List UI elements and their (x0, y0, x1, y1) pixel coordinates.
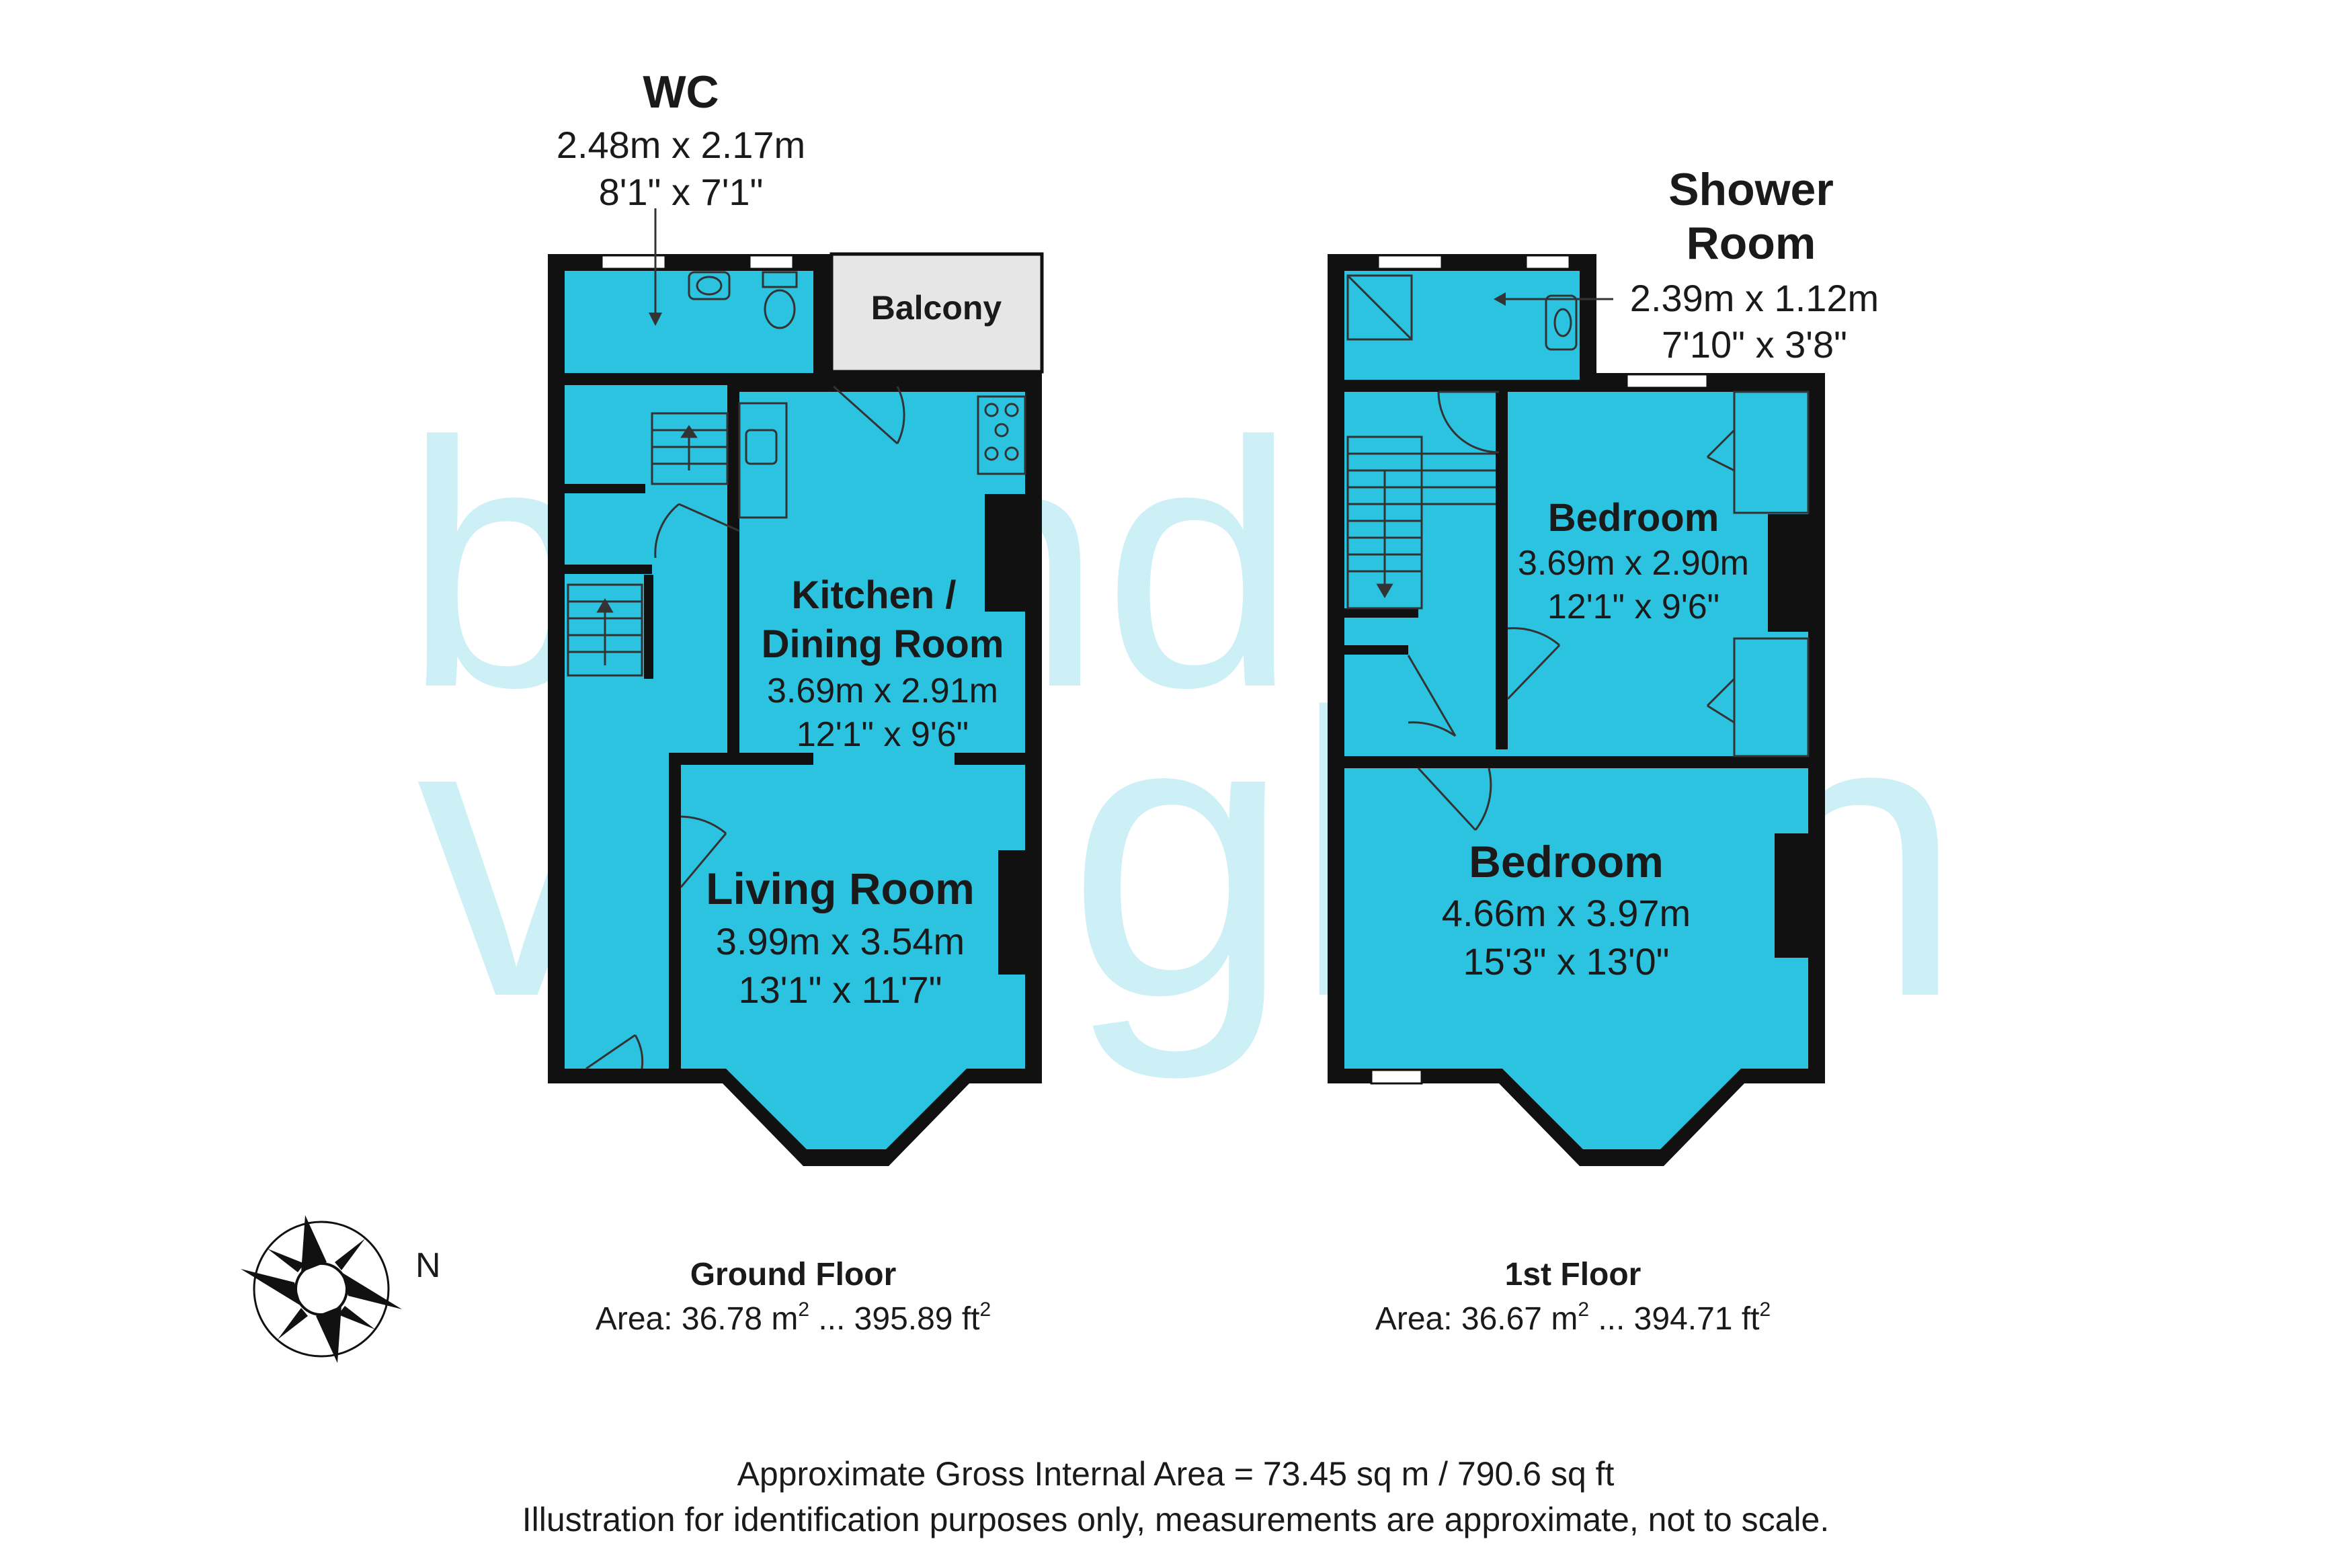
wall-hall-living (669, 753, 681, 1069)
wall-stair-bottom (1344, 608, 1418, 618)
compass-rose-icon (241, 1215, 402, 1363)
ground-floor-area: Area: 36.78 m2 ... 395.89 ft2 (596, 1298, 991, 1337)
living-room-name: Living Room (706, 864, 975, 913)
room-labels: WC 2.48m x 2.17m 8'1" x 7'1" Balcony Kit… (557, 67, 1879, 1011)
wall-kitchen-top (727, 380, 1026, 392)
ground-stairs (567, 412, 729, 677)
wall-stair-top (565, 484, 645, 493)
front-bedroom-bay-window (1494, 1083, 1750, 1170)
first-stairs (1346, 436, 1496, 610)
kitchen-metric: 3.69m x 2.91m (767, 671, 998, 710)
wc-fittings (688, 271, 798, 329)
rear-bedroom-name: Bedroom (1548, 496, 1719, 540)
shower-name-line1: Shower (1668, 164, 1834, 215)
living-room-metric: 3.99m x 3.54m (716, 920, 965, 962)
ground-floor-area-imperial: ... 395.89 ft (809, 1301, 980, 1337)
kitchen-name-line2: Dining Room (762, 622, 1004, 666)
gross-internal-area: Approximate Gross Internal Area = 73.45 … (737, 1455, 1615, 1493)
first-floor-area-metric: Area: 36.67 m (1375, 1301, 1578, 1337)
wall-kitchen-living-right (955, 753, 1025, 765)
first-floor-area-imperial: ... 394.71 ft (1589, 1301, 1760, 1337)
wc-metric: 2.48m x 2.17m (557, 124, 805, 166)
ground-floor-sq-2: 2 (980, 1298, 991, 1321)
shower-window-left (1377, 254, 1443, 270)
wall-cupboard (565, 565, 652, 574)
shower-name-line2: Room (1687, 218, 1816, 269)
wardrobes (1706, 390, 1810, 757)
rear-bedroom-imperial: 12'1" x 9'6" (1547, 587, 1719, 626)
wall-kitchen-living-left (669, 753, 813, 765)
first-doors (1407, 390, 1561, 831)
kitchen-fittings (738, 395, 1026, 519)
wall-chimney-bedroom-rear (1768, 514, 1808, 632)
ground-floor-sq-1: 2 (798, 1298, 809, 1321)
ground-floor-title: Ground Floor (690, 1257, 897, 1292)
front-bedroom-window (1370, 1069, 1423, 1085)
balcony (829, 252, 1044, 374)
living-room-bay-window (717, 1083, 974, 1170)
first-floor-interior (1344, 271, 1808, 1149)
front-bedroom-name: Bedroom (1469, 837, 1664, 886)
first-floor-sq-2: 2 (1760, 1298, 1771, 1321)
rear-bedroom-metric: 3.69m x 2.90m (1518, 544, 1749, 583)
wc-name: WC (643, 67, 719, 118)
balcony-label: Balcony (871, 289, 1002, 327)
floor-captions: Ground Floor Area: 36.78 m2 ... 395.89 f… (596, 1257, 1771, 1337)
wc-window-right (748, 254, 795, 270)
first-floor-plan (1328, 254, 1825, 1170)
wall-stair-side (644, 575, 653, 679)
wall-chimney-living (998, 850, 1025, 975)
wall-chimney-bedroom-front (1775, 833, 1808, 958)
kitchen-imperial: 12'1" x 9'6" (797, 715, 969, 754)
wall-hall-kitchen (727, 386, 739, 753)
shower-imperial: 7'10" x 3'8" (1662, 323, 1847, 366)
ground-floor-plan (548, 252, 1044, 1170)
front-bedroom-imperial: 15'3" x 13'0" (1463, 940, 1669, 983)
wall-stair-bedroom (1496, 390, 1508, 749)
wall-cupboard-ff (1344, 645, 1408, 655)
ground-floor-area-metric: Area: 36.78 m (596, 1301, 799, 1337)
wc-window-left (600, 254, 667, 270)
wall-bedrooms-divider (1344, 756, 1808, 768)
first-floor-sq-1: 2 (1578, 1298, 1589, 1321)
shower-pointer-arrow (1494, 292, 1506, 306)
living-room-imperial: 13'1" x 11'7" (739, 968, 942, 1011)
front-bedroom-metric: 4.66m x 3.97m (1442, 892, 1691, 934)
rear-bedroom-window (1625, 373, 1709, 389)
wc-pointer-arrow (649, 313, 662, 326)
shower-metric: 2.39m x 1.12m (1630, 277, 1879, 319)
ground-doors (585, 385, 905, 1070)
shower-fittings (1346, 274, 1578, 351)
wc-imperial: 8'1" x 7'1" (599, 171, 764, 213)
first-floor-title: 1st Floor (1505, 1257, 1641, 1292)
wall-chimney-kitchen (985, 494, 1025, 612)
first-floor-area: Area: 36.67 m2 ... 394.71 ft2 (1375, 1298, 1771, 1337)
kitchen-name-line1: Kitchen / (792, 573, 957, 617)
disclaimer: Illustration for identification purposes… (522, 1501, 1830, 1538)
compass-north-label: N (415, 1246, 441, 1285)
shower-window-right (1525, 254, 1571, 270)
